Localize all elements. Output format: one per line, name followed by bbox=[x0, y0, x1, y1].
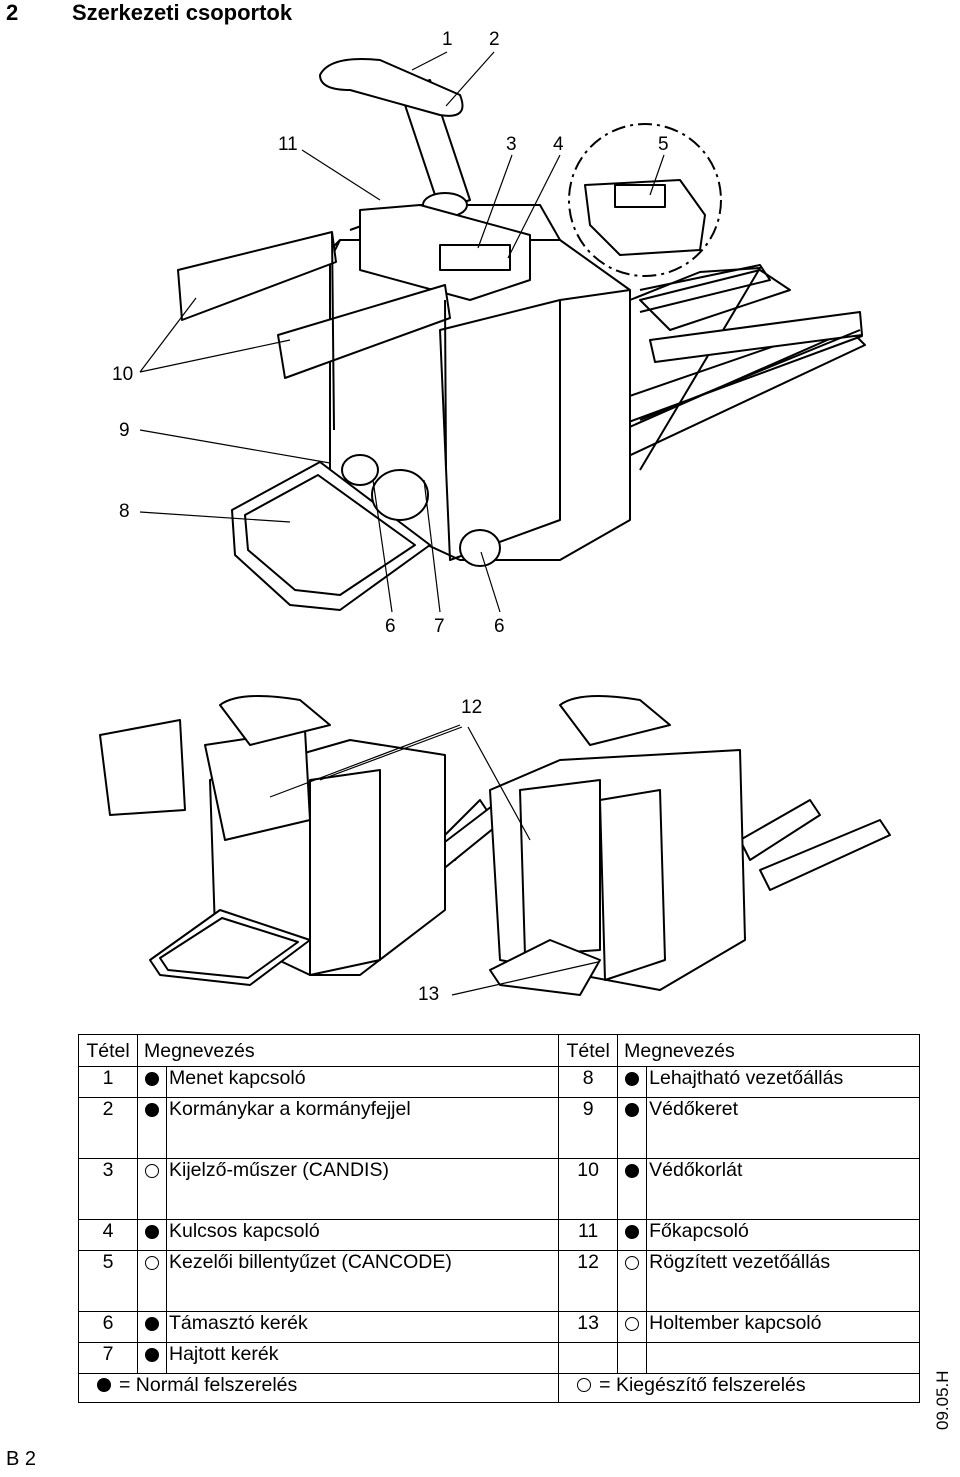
item-name: Kulcsos kapcsoló bbox=[166, 1219, 560, 1251]
equipment-marker bbox=[137, 1158, 167, 1220]
item-number: 9 bbox=[558, 1097, 619, 1159]
item-number: 5 bbox=[78, 1250, 138, 1312]
standard-equipment-dot-icon bbox=[625, 1103, 640, 1117]
equipment-marker bbox=[617, 1342, 648, 1374]
standard-equipment-dot-icon bbox=[145, 1225, 159, 1239]
header-name-right: Megnevezés bbox=[617, 1034, 920, 1067]
callout-9: 9 bbox=[119, 420, 130, 441]
item-name bbox=[646, 1342, 920, 1374]
item-number: 8 bbox=[558, 1066, 619, 1098]
figure-pallet-truck bbox=[139, 51, 866, 613]
item-name: Kezelői billentyűzet (CANCODE) bbox=[166, 1250, 560, 1312]
standard-equipment-dot-icon bbox=[625, 1164, 640, 1178]
standard-equipment-dot-icon bbox=[145, 1348, 159, 1362]
equipment-marker bbox=[137, 1066, 167, 1098]
equipment-marker bbox=[617, 1250, 648, 1312]
standard-equipment-dot-icon bbox=[625, 1072, 640, 1086]
item-number: 11 bbox=[558, 1219, 619, 1251]
item-number: 10 bbox=[558, 1158, 619, 1220]
callout-7: 7 bbox=[434, 616, 445, 637]
optional-equipment-ring-icon bbox=[625, 1317, 640, 1331]
equipment-marker bbox=[137, 1250, 167, 1312]
footnote-optional: = Kiegészítő felszerelés bbox=[599, 1374, 806, 1396]
equipment-marker bbox=[617, 1311, 648, 1343]
header-name-left: Megnevezés bbox=[136, 1034, 560, 1067]
standard-equipment-dot-icon bbox=[145, 1072, 159, 1086]
item-name: Kormánykar a kormányfejjel bbox=[166, 1097, 560, 1159]
legend-row: 3 Kijelző-műszer (CANDIS)10 Védőkorlát bbox=[78, 1158, 920, 1220]
item-number: 12 bbox=[558, 1250, 619, 1312]
item-name: Hajtott kerék bbox=[166, 1342, 560, 1374]
item-name: Védőkorlát bbox=[646, 1158, 920, 1220]
item-name: Menet kapcsoló bbox=[166, 1066, 560, 1098]
equipment-marker bbox=[137, 1219, 167, 1251]
callout-1: 1 bbox=[442, 29, 453, 50]
equipment-marker bbox=[617, 1158, 648, 1220]
item-number: 2 bbox=[78, 1097, 138, 1159]
item-number: 1 bbox=[78, 1066, 138, 1098]
legend-header-row: Tétel Megnevezés Tétel Megnevezés bbox=[78, 1034, 920, 1067]
legend-table: Tétel Megnevezés Tétel Megnevezés 1 Menet… bbox=[77, 1034, 920, 1403]
footnote-optional-cell: = Kiegészítő felszerelés bbox=[558, 1373, 920, 1403]
section-title: Szerkezeti csoportok bbox=[72, 0, 293, 25]
standard-equipment-dot-icon bbox=[145, 1317, 159, 1331]
callout-5: 5 bbox=[658, 134, 669, 155]
item-name: Kijelző-műszer (CANDIS) bbox=[166, 1158, 560, 1220]
callout-6a: 6 bbox=[385, 616, 396, 637]
footnote-standard: = Normál felszerelés bbox=[119, 1374, 298, 1396]
figure-fixed-platform-trucks bbox=[99, 695, 891, 996]
equipment-marker bbox=[617, 1219, 648, 1251]
item-number: 6 bbox=[78, 1311, 138, 1343]
callout-10: 10 bbox=[112, 364, 134, 385]
item-number: 7 bbox=[78, 1342, 138, 1374]
callout-12: 12 bbox=[461, 697, 483, 718]
callout-2: 2 bbox=[489, 29, 500, 50]
revision-code: 09.05.H bbox=[933, 1370, 952, 1430]
equipment-marker bbox=[137, 1097, 167, 1159]
legend-footnote-row: = Normál felszerelés = Kiegészítő felsze… bbox=[77, 1373, 920, 1403]
optional-equipment-ring-icon bbox=[145, 1256, 159, 1270]
optional-equipment-ring-icon bbox=[577, 1378, 592, 1392]
standard-equipment-dot-icon bbox=[97, 1378, 111, 1392]
item-name: Védőkeret bbox=[646, 1097, 920, 1159]
item-name: Holtember kapcsoló bbox=[646, 1311, 920, 1343]
callout-3: 3 bbox=[506, 134, 517, 155]
optional-equipment-ring-icon bbox=[145, 1164, 159, 1178]
item-number: 3 bbox=[78, 1158, 138, 1220]
equipment-marker bbox=[617, 1066, 648, 1098]
item-number bbox=[558, 1342, 619, 1374]
footnote-standard-cell: = Normál felszerelés bbox=[77, 1373, 560, 1403]
legend-row: 5 Kezelői billentyűzet (CANCODE)12 Rögzíte… bbox=[78, 1250, 920, 1312]
equipment-marker bbox=[137, 1311, 167, 1343]
standard-equipment-dot-icon bbox=[145, 1103, 159, 1117]
item-number: 13 bbox=[558, 1311, 619, 1343]
callout-11: 11 bbox=[278, 134, 298, 155]
legend-row: 7 Hajtott kerék bbox=[78, 1342, 920, 1374]
callout-6b: 6 bbox=[494, 616, 505, 637]
callout-4: 4 bbox=[553, 134, 564, 155]
standard-equipment-dot-icon bbox=[625, 1225, 640, 1239]
item-name: Főkapcsoló bbox=[646, 1219, 920, 1251]
optional-equipment-ring-icon bbox=[625, 1256, 640, 1270]
callout-8: 8 bbox=[119, 501, 130, 522]
item-number: 4 bbox=[78, 1219, 138, 1251]
header-item-right: Tétel bbox=[558, 1034, 619, 1067]
page-number: B 2 bbox=[6, 1448, 37, 1470]
callout-13: 13 bbox=[418, 984, 440, 1005]
header-item-left: Tétel bbox=[78, 1034, 138, 1067]
equipment-marker bbox=[617, 1097, 648, 1159]
item-name: Támasztó kerék bbox=[166, 1311, 560, 1343]
item-name: Rögzített vezetőállás bbox=[646, 1250, 920, 1312]
section-number: 2 bbox=[6, 0, 19, 25]
equipment-marker bbox=[137, 1342, 167, 1374]
item-name: Lehajtható vezetőállás bbox=[646, 1066, 920, 1098]
